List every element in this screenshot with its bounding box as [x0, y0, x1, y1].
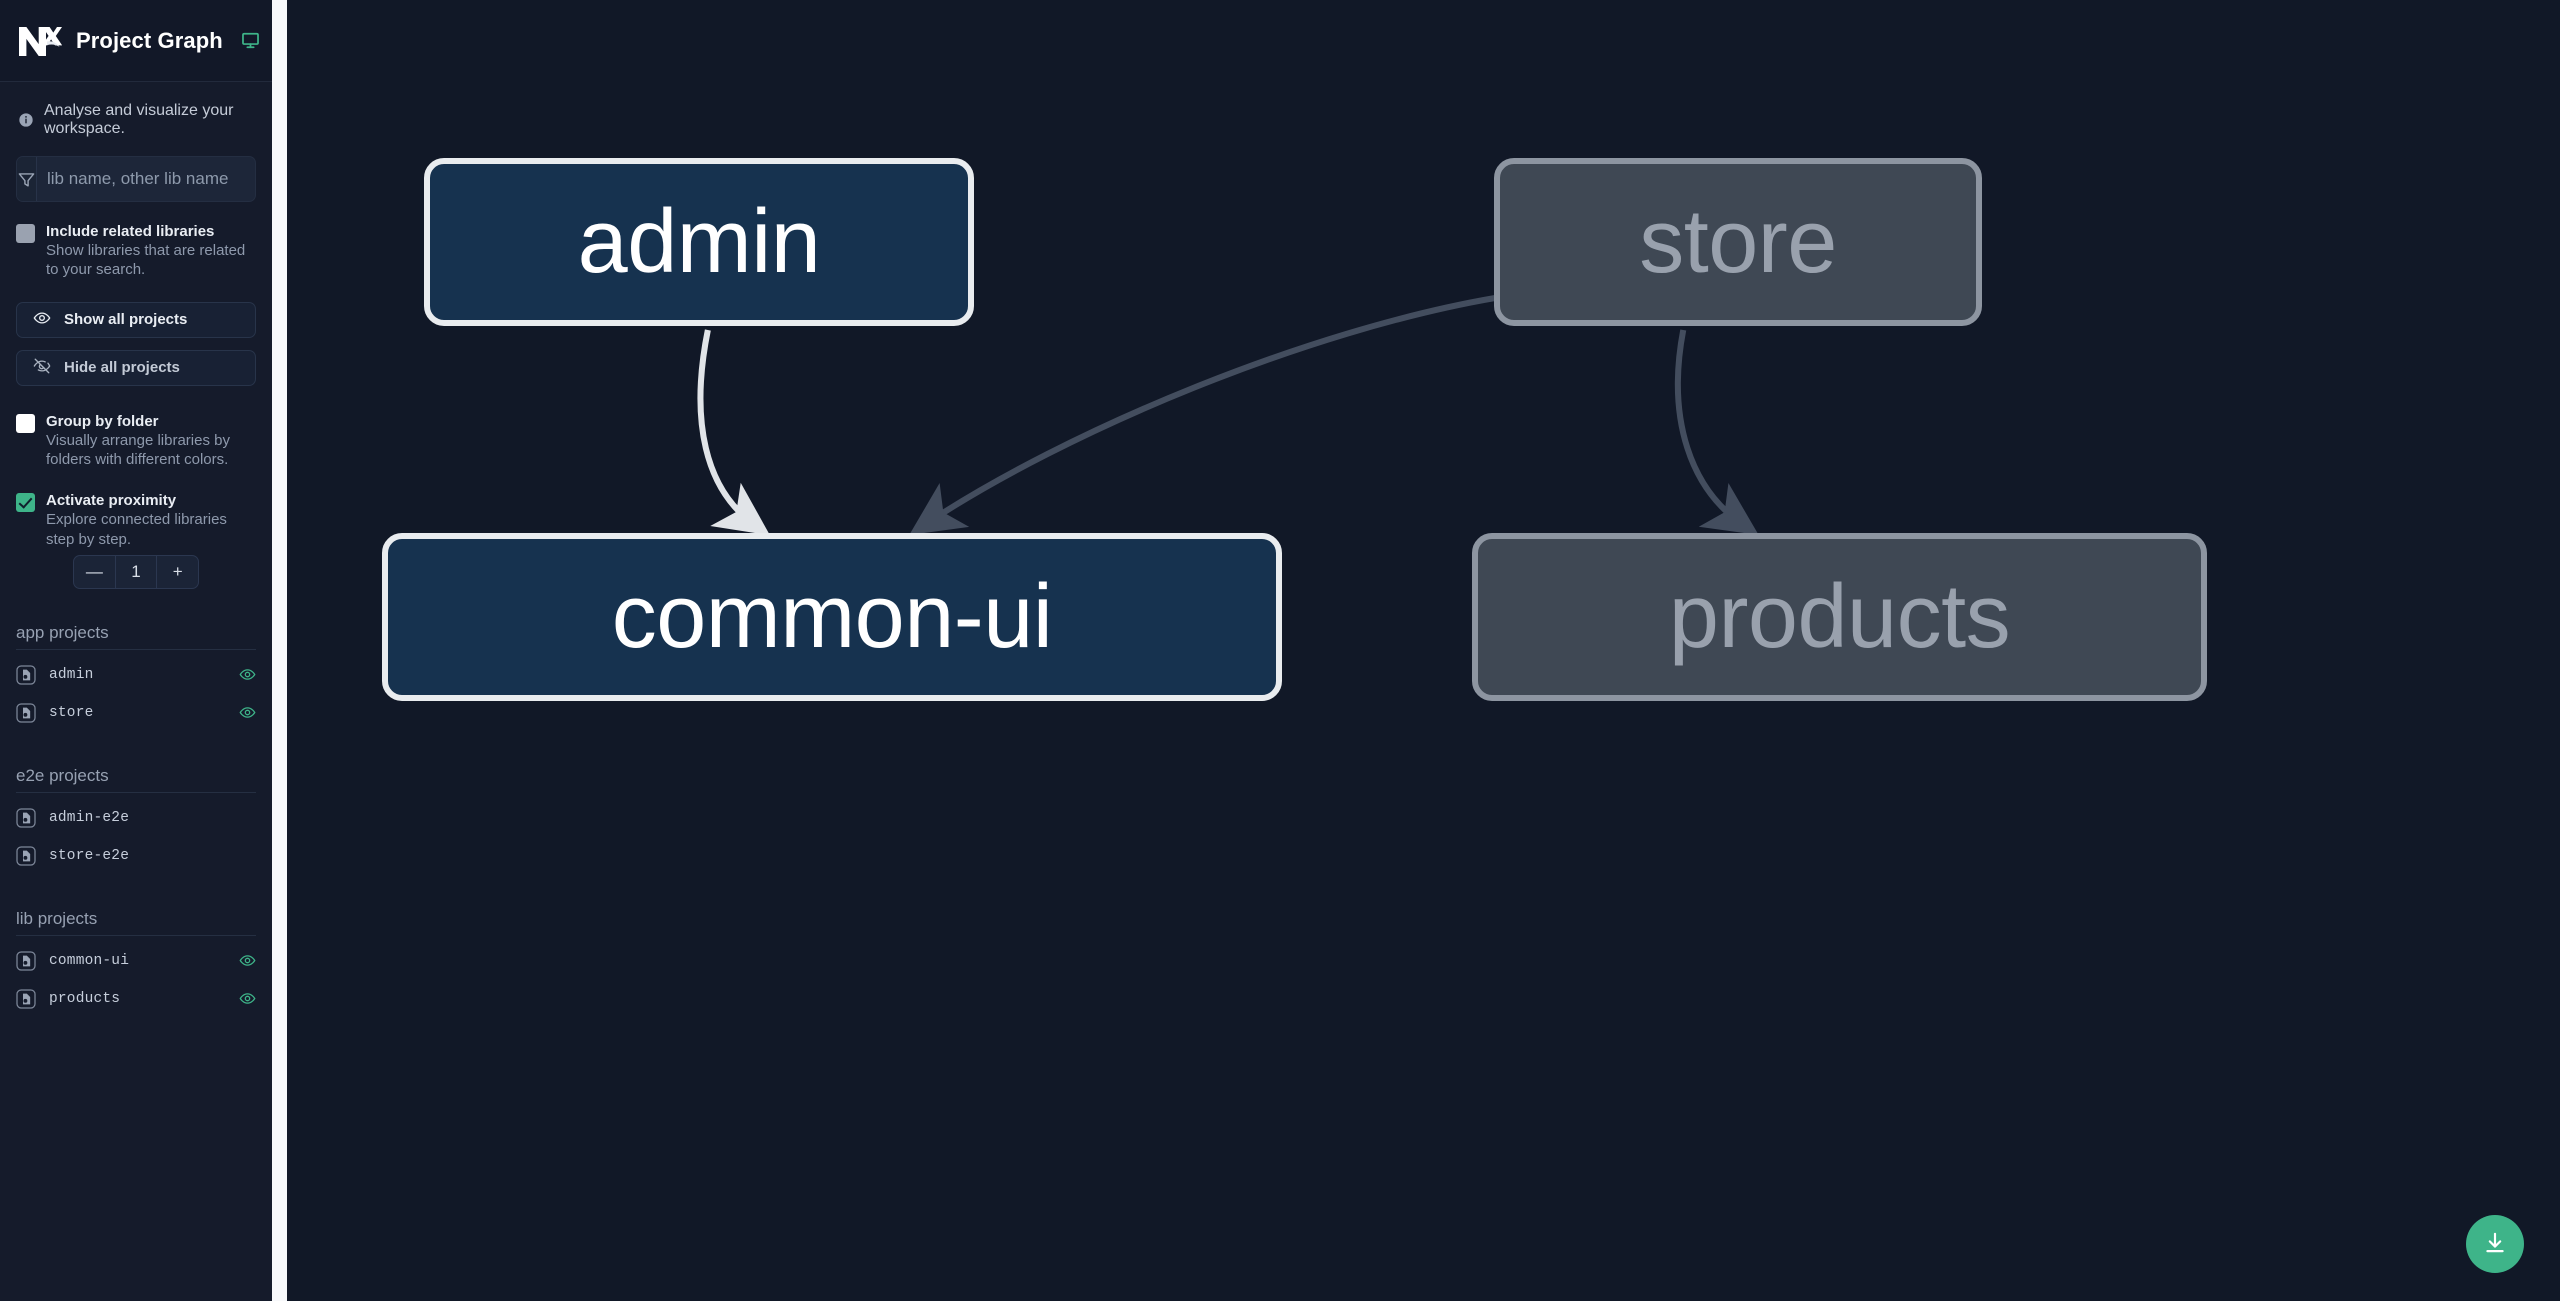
project-name: common-ui: [49, 952, 130, 969]
graph-canvas[interactable]: admin store common-ui products: [272, 0, 2560, 1301]
project-file-icon: [16, 665, 36, 685]
option-title: Include related libraries: [46, 223, 215, 240]
hide-all-projects-label: Hide all projects: [64, 359, 180, 377]
filter-icon: [17, 157, 37, 201]
page-title: Project Graph: [76, 27, 223, 53]
spacer: [16, 398, 256, 412]
option-desc: Explore connected libraries step by step…: [46, 511, 227, 548]
sidebar-header: Project Graph: [0, 0, 272, 82]
project-row-store-e2e[interactable]: store-e2e: [16, 837, 256, 875]
nx-logo: [16, 21, 63, 61]
option-desc: Show libraries that are related to your …: [46, 242, 246, 279]
project-row-store[interactable]: store: [16, 694, 256, 732]
graph-node-products[interactable]: products: [1472, 533, 2207, 701]
option-include-related-libraries[interactable]: Include related libraries Show libraries…: [16, 222, 256, 280]
hide-all-projects-button[interactable]: Hide all projects: [16, 349, 256, 386]
project-row-products[interactable]: products: [16, 980, 256, 1018]
download-graph-button[interactable]: [2466, 1215, 2524, 1273]
show-all-projects-button[interactable]: Show all projects: [16, 301, 256, 338]
project-row-admin-e2e[interactable]: admin-e2e: [16, 799, 256, 837]
edge-admin-to-common-ui: [697, 329, 771, 536]
graph-node-common-ui[interactable]: common-ui: [382, 533, 1282, 701]
project-row-admin[interactable]: admin: [16, 656, 256, 694]
project-name: admin: [49, 666, 94, 683]
download-icon: [2482, 1230, 2508, 1259]
project-lists: app projects admin: [0, 623, 272, 1018]
edge-store-to-products: [1674, 329, 1759, 536]
monitor-icon[interactable]: [241, 31, 260, 50]
proximity-decrement-button[interactable]: —: [85, 561, 103, 581]
option-title: Group by folder: [46, 412, 159, 430]
option-title: Activate proximity: [46, 492, 177, 510]
edge-store-to-common-ui: [909, 295, 1496, 536]
node-label: products: [1668, 566, 2011, 667]
project-name: products: [49, 990, 121, 1007]
sidebar-tagline: Analyse and visualize your workspace.: [0, 82, 272, 156]
graph-edges: [697, 295, 1759, 536]
proximity-value: 1: [114, 555, 158, 588]
sidebar-resize-handle[interactable]: [272, 0, 287, 1301]
tagline-text: Analyse and visualize your workspace.: [44, 102, 234, 137]
proximity-increment-button[interactable]: +: [172, 561, 183, 581]
project-row-common-ui[interactable]: common-ui: [16, 942, 256, 980]
sidebar: Project Graph Analyse and visualize your…: [0, 0, 272, 1301]
option-desc: Visually arrange libraries by folders wi…: [46, 431, 230, 468]
project-name: admin-e2e: [49, 809, 130, 826]
group-title: lib projects: [16, 909, 256, 936]
project-group-app: app projects admin: [16, 623, 256, 732]
project-group-e2e: e2e projects admin-e2e: [16, 766, 256, 875]
project-file-icon: [16, 703, 36, 723]
eye-icon[interactable]: [239, 952, 256, 969]
graph-node-admin[interactable]: admin: [424, 158, 974, 326]
project-file-icon: [16, 989, 36, 1009]
eye-icon[interactable]: [239, 666, 256, 683]
group-title: e2e projects: [16, 766, 256, 793]
node-label: admin: [577, 191, 821, 292]
show-all-projects-label: Show all projects: [64, 311, 188, 329]
checkbox-include-related-libraries[interactable]: [16, 224, 35, 243]
project-group-lib: lib projects common-ui: [16, 909, 256, 1018]
node-label: store: [1639, 191, 1837, 292]
eye-icon[interactable]: [239, 704, 256, 721]
graph-node-store[interactable]: store: [1494, 158, 1982, 326]
eye-icon[interactable]: [239, 990, 256, 1007]
eye-off-icon: [33, 357, 51, 378]
checkbox-group-by-folder[interactable]: [16, 413, 35, 433]
project-file-icon: [16, 951, 36, 971]
proximity-stepper[interactable]: — 1 +: [73, 554, 199, 589]
project-file-icon: [16, 846, 36, 866]
group-title: app projects: [16, 623, 256, 650]
sidebar-controls: Include related libraries Show libraries…: [0, 156, 272, 589]
node-label: common-ui: [611, 566, 1053, 667]
search-bar[interactable]: [16, 156, 256, 202]
option-activate-proximity[interactable]: Activate proximity Explore connected lib…: [16, 491, 256, 549]
project-name: store-e2e: [49, 847, 130, 864]
checkbox-activate-proximity[interactable]: [16, 493, 35, 513]
info-icon: [18, 112, 34, 128]
project-file-icon: [16, 808, 36, 828]
search-input[interactable]: [37, 157, 255, 201]
eye-icon: [33, 309, 51, 330]
option-group-by-folder[interactable]: Group by folder Visually arrange librari…: [16, 412, 256, 470]
project-name: store: [49, 704, 94, 721]
